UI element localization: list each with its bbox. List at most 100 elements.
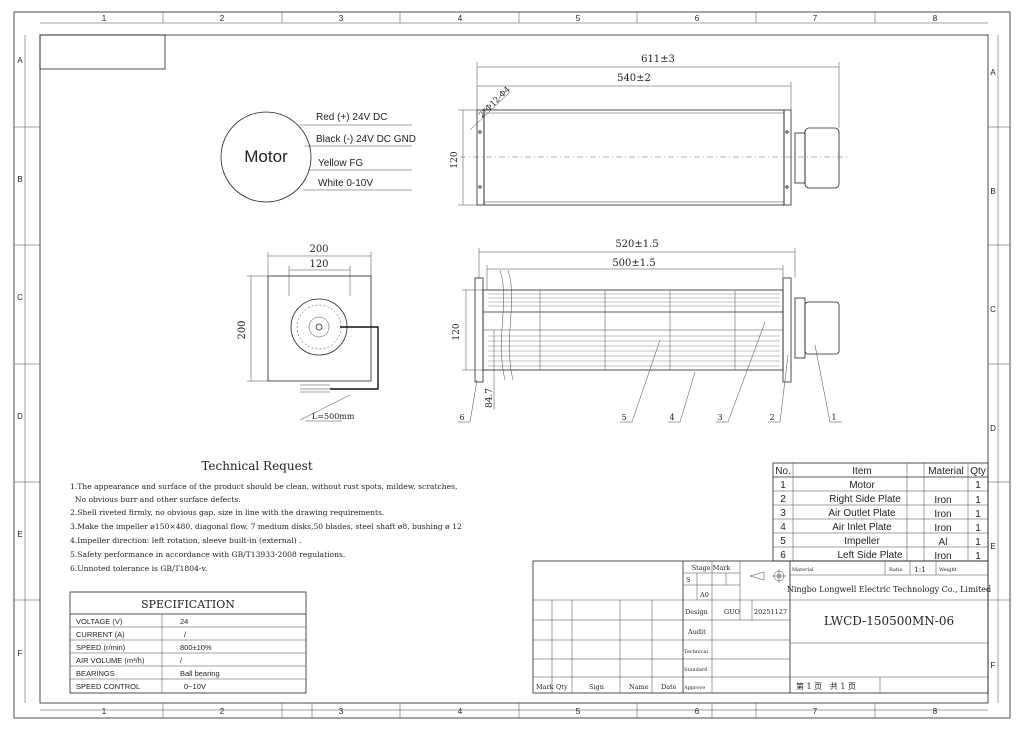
approve-label: Approve <box>683 685 705 691</box>
motor-circle <box>220 111 312 203</box>
zone-row-right: E <box>990 542 995 551</box>
dim-top-height: 120 <box>450 151 460 168</box>
technical-request-line: 1.The appearance and surface of the prod… <box>70 482 457 491</box>
spec-label: SPEED CONTROL <box>76 682 140 691</box>
mark-label: Mark <box>536 683 554 691</box>
top-view: 611±3 540±2 2*Φ12-Φ4 120 <box>450 54 850 206</box>
side-view: 200 120 200 L=500mm <box>237 244 379 422</box>
zone-row-left: E <box>17 530 22 539</box>
parts-item: Air Inlet Plate <box>832 522 892 533</box>
spec-value: 0~10V <box>184 682 206 691</box>
zone-row-right: B <box>990 187 995 196</box>
zone-col-bottom: 4 <box>458 707 463 716</box>
dim-cable-length: L=500mm <box>312 412 355 421</box>
corner-box <box>39 34 166 70</box>
parts-material: Al <box>939 537 948 548</box>
technical-request-line: 4.Impeller direction: left rotation, sle… <box>70 536 302 545</box>
zone-labels: 1 2 3 4 5 6 7 8 1 2 3 4 5 6 7 8 A B C D … <box>17 14 996 716</box>
zone-dividers <box>14 12 1010 718</box>
parts-item: Right Side Plate <box>829 494 901 505</box>
zone-row-left: B <box>17 175 22 184</box>
dim-top-overall: 611±3 <box>641 54 675 65</box>
zone-col-bottom: 7 <box>813 707 818 716</box>
zone-row-right: A <box>990 68 996 77</box>
designer-name: GUO <box>724 608 740 616</box>
front-view: 520±1.5 500±1.5 120 84.7 6 5 4 3 2 1 <box>452 239 842 423</box>
qty-label: Qty <box>556 683 568 691</box>
zone-col-top: 8 <box>933 14 938 23</box>
dim-side-width: 200 <box>309 244 328 255</box>
dim-top-body: 540±2 <box>617 73 651 84</box>
parts-no: 5 <box>780 536 786 547</box>
parts-no: 4 <box>780 522 786 533</box>
parts-qty: 1 <box>975 551 981 562</box>
zone-col-top: 6 <box>695 14 700 23</box>
parts-no: 1 <box>780 480 786 491</box>
zone-col-top: 4 <box>458 14 463 23</box>
zone-col-bottom: 8 <box>933 707 938 716</box>
parts-list-table: No. Item Material Qty 1 Motor 1 2 Right … <box>772 462 989 562</box>
technical-request-title: Technical Request <box>201 459 313 473</box>
spec-value: 800±10% <box>180 643 212 652</box>
balloon-label: 3 <box>717 413 722 422</box>
zone-col-bottom: 1 <box>102 707 107 716</box>
technical-request: Technical Request 1.The appearance and s… <box>70 459 462 573</box>
design-label: Design <box>685 608 708 616</box>
parts-qty: 1 <box>975 480 981 491</box>
spec-label: SPEED (r/min) <box>76 643 126 652</box>
parts-header: Qty <box>970 466 986 477</box>
motor-label: Motor <box>244 147 288 166</box>
parts-item: Left Side Plate <box>837 550 902 561</box>
zone-row-right: F <box>991 661 996 670</box>
spec-value: Ball bearing <box>180 669 220 678</box>
parts-header: Item <box>852 466 871 477</box>
stage-s: S <box>686 576 690 584</box>
technical-request-line: 6.Unnoted tolerance is GB/T1804-v. <box>70 564 207 573</box>
balloon-label: 1 <box>831 413 836 422</box>
wire-label: Black (-) 24V DC GND <box>316 134 416 145</box>
zone-col-bottom: 2 <box>220 707 225 716</box>
zone-row-left: D <box>17 412 23 421</box>
sheet-number: 第 1 页 共 1 页 <box>796 681 856 691</box>
parts-qty: 1 <box>975 509 981 520</box>
parts-item: Impeller <box>844 536 880 547</box>
audit-label: Audit <box>687 628 706 636</box>
wire-label: Yellow FG <box>318 158 363 169</box>
spec-title: SPECIFICATION <box>141 598 235 611</box>
impeller-blades <box>488 293 780 367</box>
zone-col-bottom: 6 <box>695 707 700 716</box>
dim-front-overall: 520±1.5 <box>615 239 658 250</box>
motor-wiring-diagram: Motor Red (+) 24V DC Black (-) 24V DC GN… <box>220 111 416 203</box>
title-block: Stage Mark S A0 Material Ratio 1:1 Weigh… <box>532 560 991 694</box>
parts-no: 6 <box>780 550 786 561</box>
balloon-label: 2 <box>769 413 774 422</box>
zone-row-left: F <box>18 649 23 658</box>
parts-material: Iron <box>934 495 951 506</box>
parts-material: Iron <box>934 551 951 562</box>
parts-qty: 1 <box>975 537 981 548</box>
company-name: Ningbo Longwell Electric Technology Co.,… <box>787 585 991 594</box>
parts-item: Air Outlet Plate <box>828 508 896 519</box>
zone-col-bottom: 5 <box>576 707 581 716</box>
parts-item: Motor <box>849 480 875 491</box>
wire-label: Red (+) 24V DC <box>316 112 387 123</box>
ratio-label: Ratio <box>889 567 902 573</box>
parts-no: 3 <box>780 508 786 519</box>
technical-label: Technical <box>684 649 709 655</box>
ratio-value: 1:1 <box>914 565 926 574</box>
dim-side-height: 200 <box>237 320 248 339</box>
spec-value: 24 <box>180 617 188 626</box>
dim-front-body: 500±1.5 <box>612 258 655 269</box>
parts-header: Material <box>928 466 964 477</box>
weight-label: Weight <box>939 567 957 573</box>
material-label: Material <box>792 567 814 573</box>
zone-row-right: C <box>990 305 996 314</box>
dim-front-depth: 84.7 <box>485 388 495 408</box>
balloon-label: 4 <box>669 413 674 422</box>
projection-symbol-icon <box>749 569 786 583</box>
zone-row-right: D <box>990 424 996 433</box>
spec-value: / <box>180 656 183 665</box>
zone-col-top: 3 <box>339 14 344 23</box>
drawing-number: LWCD-150500MN-06 <box>824 614 954 628</box>
